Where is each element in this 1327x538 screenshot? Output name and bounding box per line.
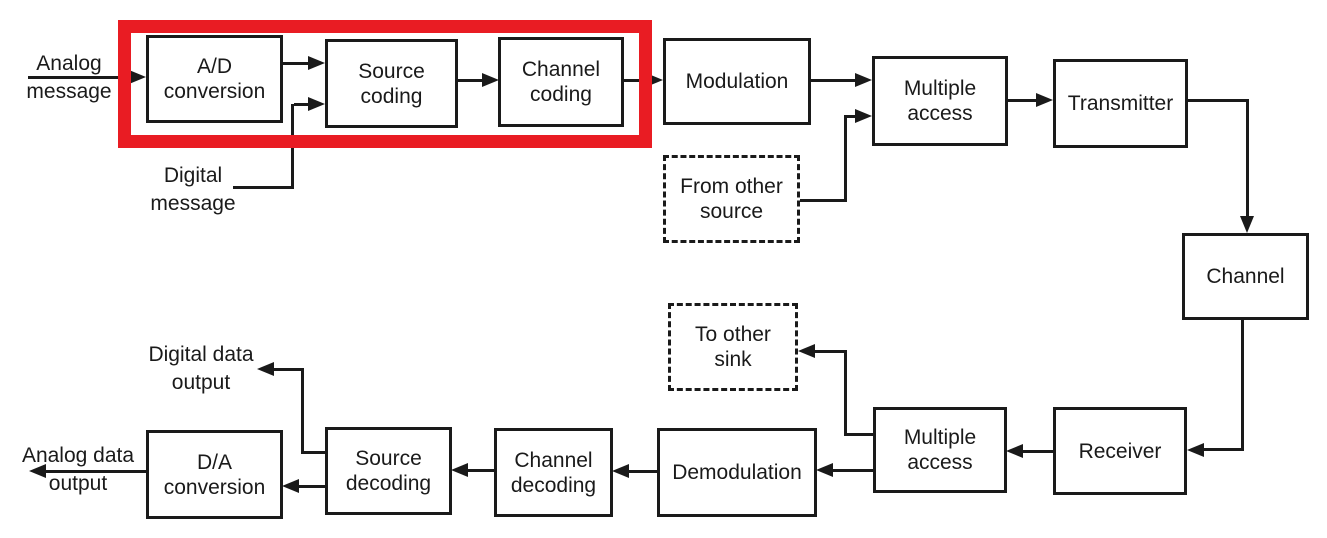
channel-box: Channel	[1182, 233, 1309, 320]
multiple-access-rx-label: Multiple access	[903, 426, 977, 474]
source-decoding-box: Source decoding	[325, 427, 452, 515]
arrowhead-right-icon	[855, 109, 872, 123]
arrowhead-down-icon	[1240, 216, 1254, 233]
edge-sourcedecoding-to-da-line	[298, 485, 325, 488]
to-other-sink-label: To other sink	[695, 323, 771, 371]
edge-channel-to-receiver-line	[1203, 448, 1244, 451]
modulation-label: Modulation	[685, 70, 789, 93]
channel-label: Channel	[1206, 265, 1285, 288]
receiver-label: Receiver	[1078, 439, 1162, 463]
digital-data-output-label: Digital data output	[148, 343, 254, 394]
ad-conversion-box: A/D conversion	[146, 35, 283, 123]
arrowhead-right-icon	[129, 70, 146, 84]
edge-digital-to-source-line	[294, 103, 309, 106]
edge-sourcedecoding-to-digitalout-line	[273, 368, 302, 371]
arrowhead-left-icon	[612, 464, 629, 478]
edge-receiver-to-multipleaccess-line	[1022, 450, 1053, 453]
arrowhead-left-icon	[451, 463, 468, 477]
receiver-box: Receiver	[1053, 407, 1187, 495]
arrowhead-right-icon	[1036, 93, 1053, 107]
highlight-rectangle	[118, 20, 652, 148]
edge-othersource-to-multipleaccess-line	[844, 115, 847, 202]
edge-transmitter-to-channel-line	[1188, 99, 1249, 102]
edge-analog-to-ad-line	[28, 76, 132, 79]
edge-source-to-channelcoding-line	[458, 79, 484, 82]
edge-ad-to-source-line	[283, 62, 311, 65]
demodulation-box: Demodulation	[657, 428, 817, 517]
modulation-box: Modulation	[663, 38, 811, 125]
from-other-source-box: From other source	[663, 155, 800, 243]
multiple-access-rx-box: Multiple access	[873, 407, 1007, 493]
edge-sourcedecoding-to-digitalout-line	[301, 368, 304, 454]
edge-digital-to-source-line	[233, 186, 294, 189]
source-decoding-label: Source decoding	[345, 447, 432, 495]
arrowhead-right-icon	[482, 73, 499, 87]
analog-message-label: Analog message	[26, 52, 112, 103]
channel-coding-box: Channel coding	[498, 37, 624, 127]
edge-demodulation-to-channeldecoding-line	[628, 470, 657, 473]
multiple-access-tx-label: Multiple access	[903, 77, 977, 125]
arrowhead-right-icon	[308, 56, 325, 70]
source-coding-label: Source coding	[358, 59, 425, 108]
edge-channel-to-receiver-line	[1241, 320, 1244, 449]
transmitter-box: Transmitter	[1053, 59, 1188, 148]
edge-channeldecoding-to-sourcedecoding-line	[467, 469, 494, 472]
channel-decoding-label: Channel decoding	[510, 448, 597, 497]
da-conversion-box: D/A conversion	[146, 430, 283, 519]
edge-othersource-to-multipleaccess-line	[847, 115, 856, 118]
edge-multipleaccess-to-transmitter-line	[1008, 99, 1038, 102]
channel-coding-label: Channel coding	[521, 58, 601, 106]
analog-data-output-label: Analog data output	[21, 444, 135, 495]
edge-sourcedecoding-to-digitalout-line	[302, 451, 325, 454]
edge-multipleaccess-to-othersink-line	[844, 350, 847, 436]
arrowhead-right-icon	[855, 73, 872, 87]
edge-channelcoding-to-modulation-line	[624, 79, 648, 82]
arrowhead-left-icon	[1187, 443, 1204, 457]
edge-modulation-to-multipleaccess-line	[811, 79, 857, 82]
arrowhead-left-icon	[816, 463, 833, 477]
edge-transmitter-to-channel-line	[1246, 99, 1249, 219]
arrowhead-left-icon	[257, 362, 274, 376]
arrowhead-left-icon	[798, 344, 815, 358]
arrowhead-right-icon	[308, 97, 325, 111]
multiple-access-tx-box: Multiple access	[872, 56, 1008, 146]
edge-multipleaccess-to-othersink-line	[814, 350, 846, 353]
demodulation-label: Demodulation	[672, 461, 802, 484]
source-coding-box: Source coding	[325, 39, 458, 128]
arrowhead-left-icon	[1006, 444, 1023, 458]
digital-message-label: Digital message	[150, 164, 236, 215]
da-conversion-label: D/A conversion	[163, 450, 266, 499]
arrowhead-left-icon	[282, 479, 299, 493]
edge-othersource-to-multipleaccess-line	[800, 199, 847, 202]
transmitter-label: Transmitter	[1067, 92, 1174, 115]
arrowhead-left-icon	[29, 464, 46, 478]
edge-multipleaccess-to-othersink-line	[845, 433, 873, 436]
ad-conversion-label: A/D conversion	[163, 55, 266, 103]
to-other-sink-box: To other sink	[668, 303, 798, 391]
edge-multipleaccess-to-demodulation-line	[832, 469, 873, 472]
edge-da-to-analogout-line	[45, 470, 146, 473]
channel-decoding-box: Channel decoding	[494, 428, 613, 517]
from-other-source-label: From other source	[680, 175, 783, 223]
